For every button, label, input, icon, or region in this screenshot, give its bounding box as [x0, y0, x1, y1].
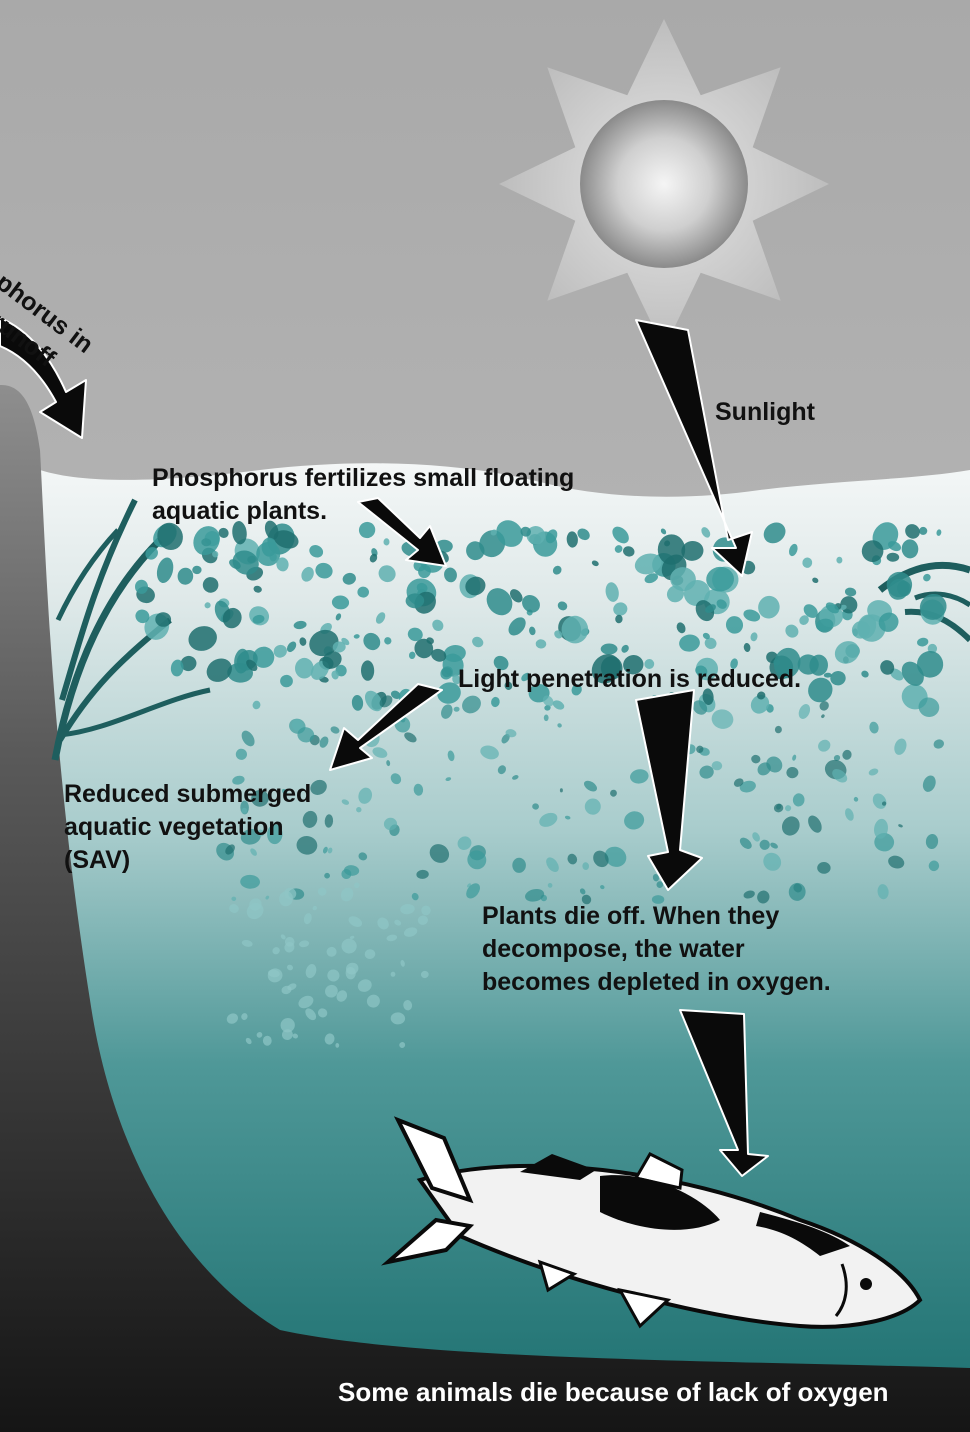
sav-label-line: (SAV)	[64, 844, 311, 877]
die-off-label: Plants die off. When they decompose, the…	[482, 900, 831, 999]
sun-icon	[499, 19, 829, 349]
algae-particle	[263, 1036, 272, 1046]
fertilize-label-line: aquatic plants.	[152, 495, 574, 528]
sunlight-label: Sunlight	[715, 396, 815, 429]
fertilize-label: Phosphorus fertilizes small floating aqu…	[152, 462, 574, 528]
caption-label: Some animals die because of lack of oxyg…	[338, 1376, 889, 1409]
die-off-label-line: decompose, the water	[482, 933, 831, 966]
algae-particle	[391, 972, 396, 977]
sav-label-line: aquatic vegetation	[64, 811, 311, 844]
light-reduced-label: Light penetration is reduced.	[458, 663, 801, 696]
sav-label: Reduced submerged aquatic vegetation (SA…	[64, 778, 311, 877]
algae-particle	[544, 715, 549, 722]
die-off-label-line: Plants die off. When they	[482, 900, 831, 933]
die-off-label-line: becomes depleted in oxygen.	[482, 966, 831, 999]
algae-particle	[658, 534, 685, 564]
sav-label-line: Reduced submerged	[64, 778, 311, 811]
fertilize-label-line: Phosphorus fertilizes small floating	[152, 462, 574, 495]
sun-disk-icon	[580, 100, 748, 268]
algae-particle	[601, 644, 618, 655]
